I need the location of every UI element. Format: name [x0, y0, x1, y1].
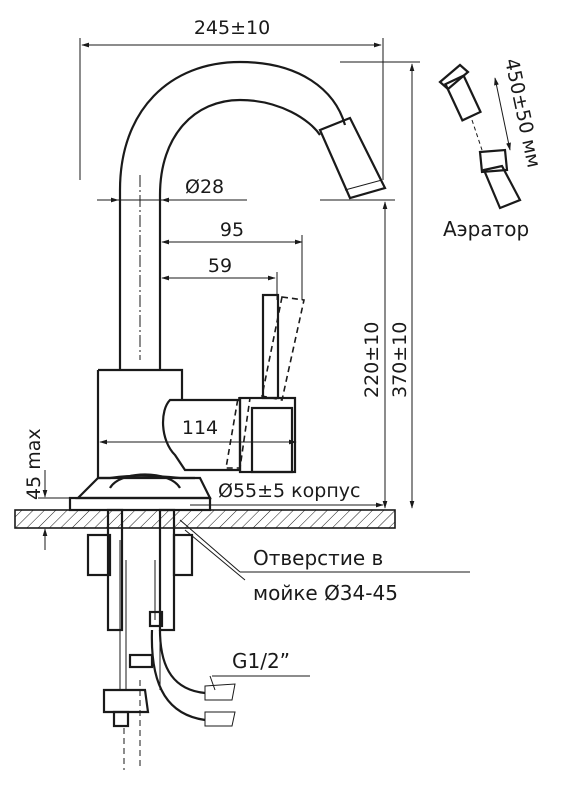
handle-lever — [261, 293, 305, 401]
height-dimensions: 220±10 370±10 — [320, 61, 420, 509]
thread-label: G1/2” — [232, 649, 290, 673]
body-diameter-label: Ø55±5 корпус — [218, 480, 360, 502]
total-height-label: 370±10 — [389, 322, 411, 398]
spout — [118, 60, 387, 370]
reach-95-label: 95 — [220, 219, 244, 241]
reach-dimensions: 95 59 — [161, 219, 303, 300]
max-counter-dimension: 45 max — [23, 428, 78, 550]
reach-59-label: 59 — [208, 255, 232, 277]
hole-label-line2: мойке Ø34-45 — [253, 581, 398, 605]
spout-diameter-label: Ø28 — [185, 176, 224, 198]
aerator-detail: 450±50 мм Аэратор — [438, 56, 545, 241]
spout-diameter-dimension: Ø28 — [97, 176, 247, 203]
body-width-label: 114 — [182, 417, 218, 439]
base-and-counter: Ø55±5 корпус — [14, 473, 396, 529]
width-label: 245±10 — [194, 17, 270, 39]
max-counter-label: 45 max — [23, 428, 45, 500]
mounting-hardware — [86, 508, 236, 770]
spout-height-label: 220±10 — [361, 322, 383, 398]
hole-label-line1: Отверстие в — [253, 546, 383, 570]
body-width-dimension: 114 — [99, 417, 297, 445]
width-dimension: 245±10 — [79, 17, 384, 180]
hose-length-label: 450±50 мм — [500, 56, 545, 169]
aerator-label: Аэратор — [443, 217, 529, 241]
leader-lines — [179, 519, 470, 691]
